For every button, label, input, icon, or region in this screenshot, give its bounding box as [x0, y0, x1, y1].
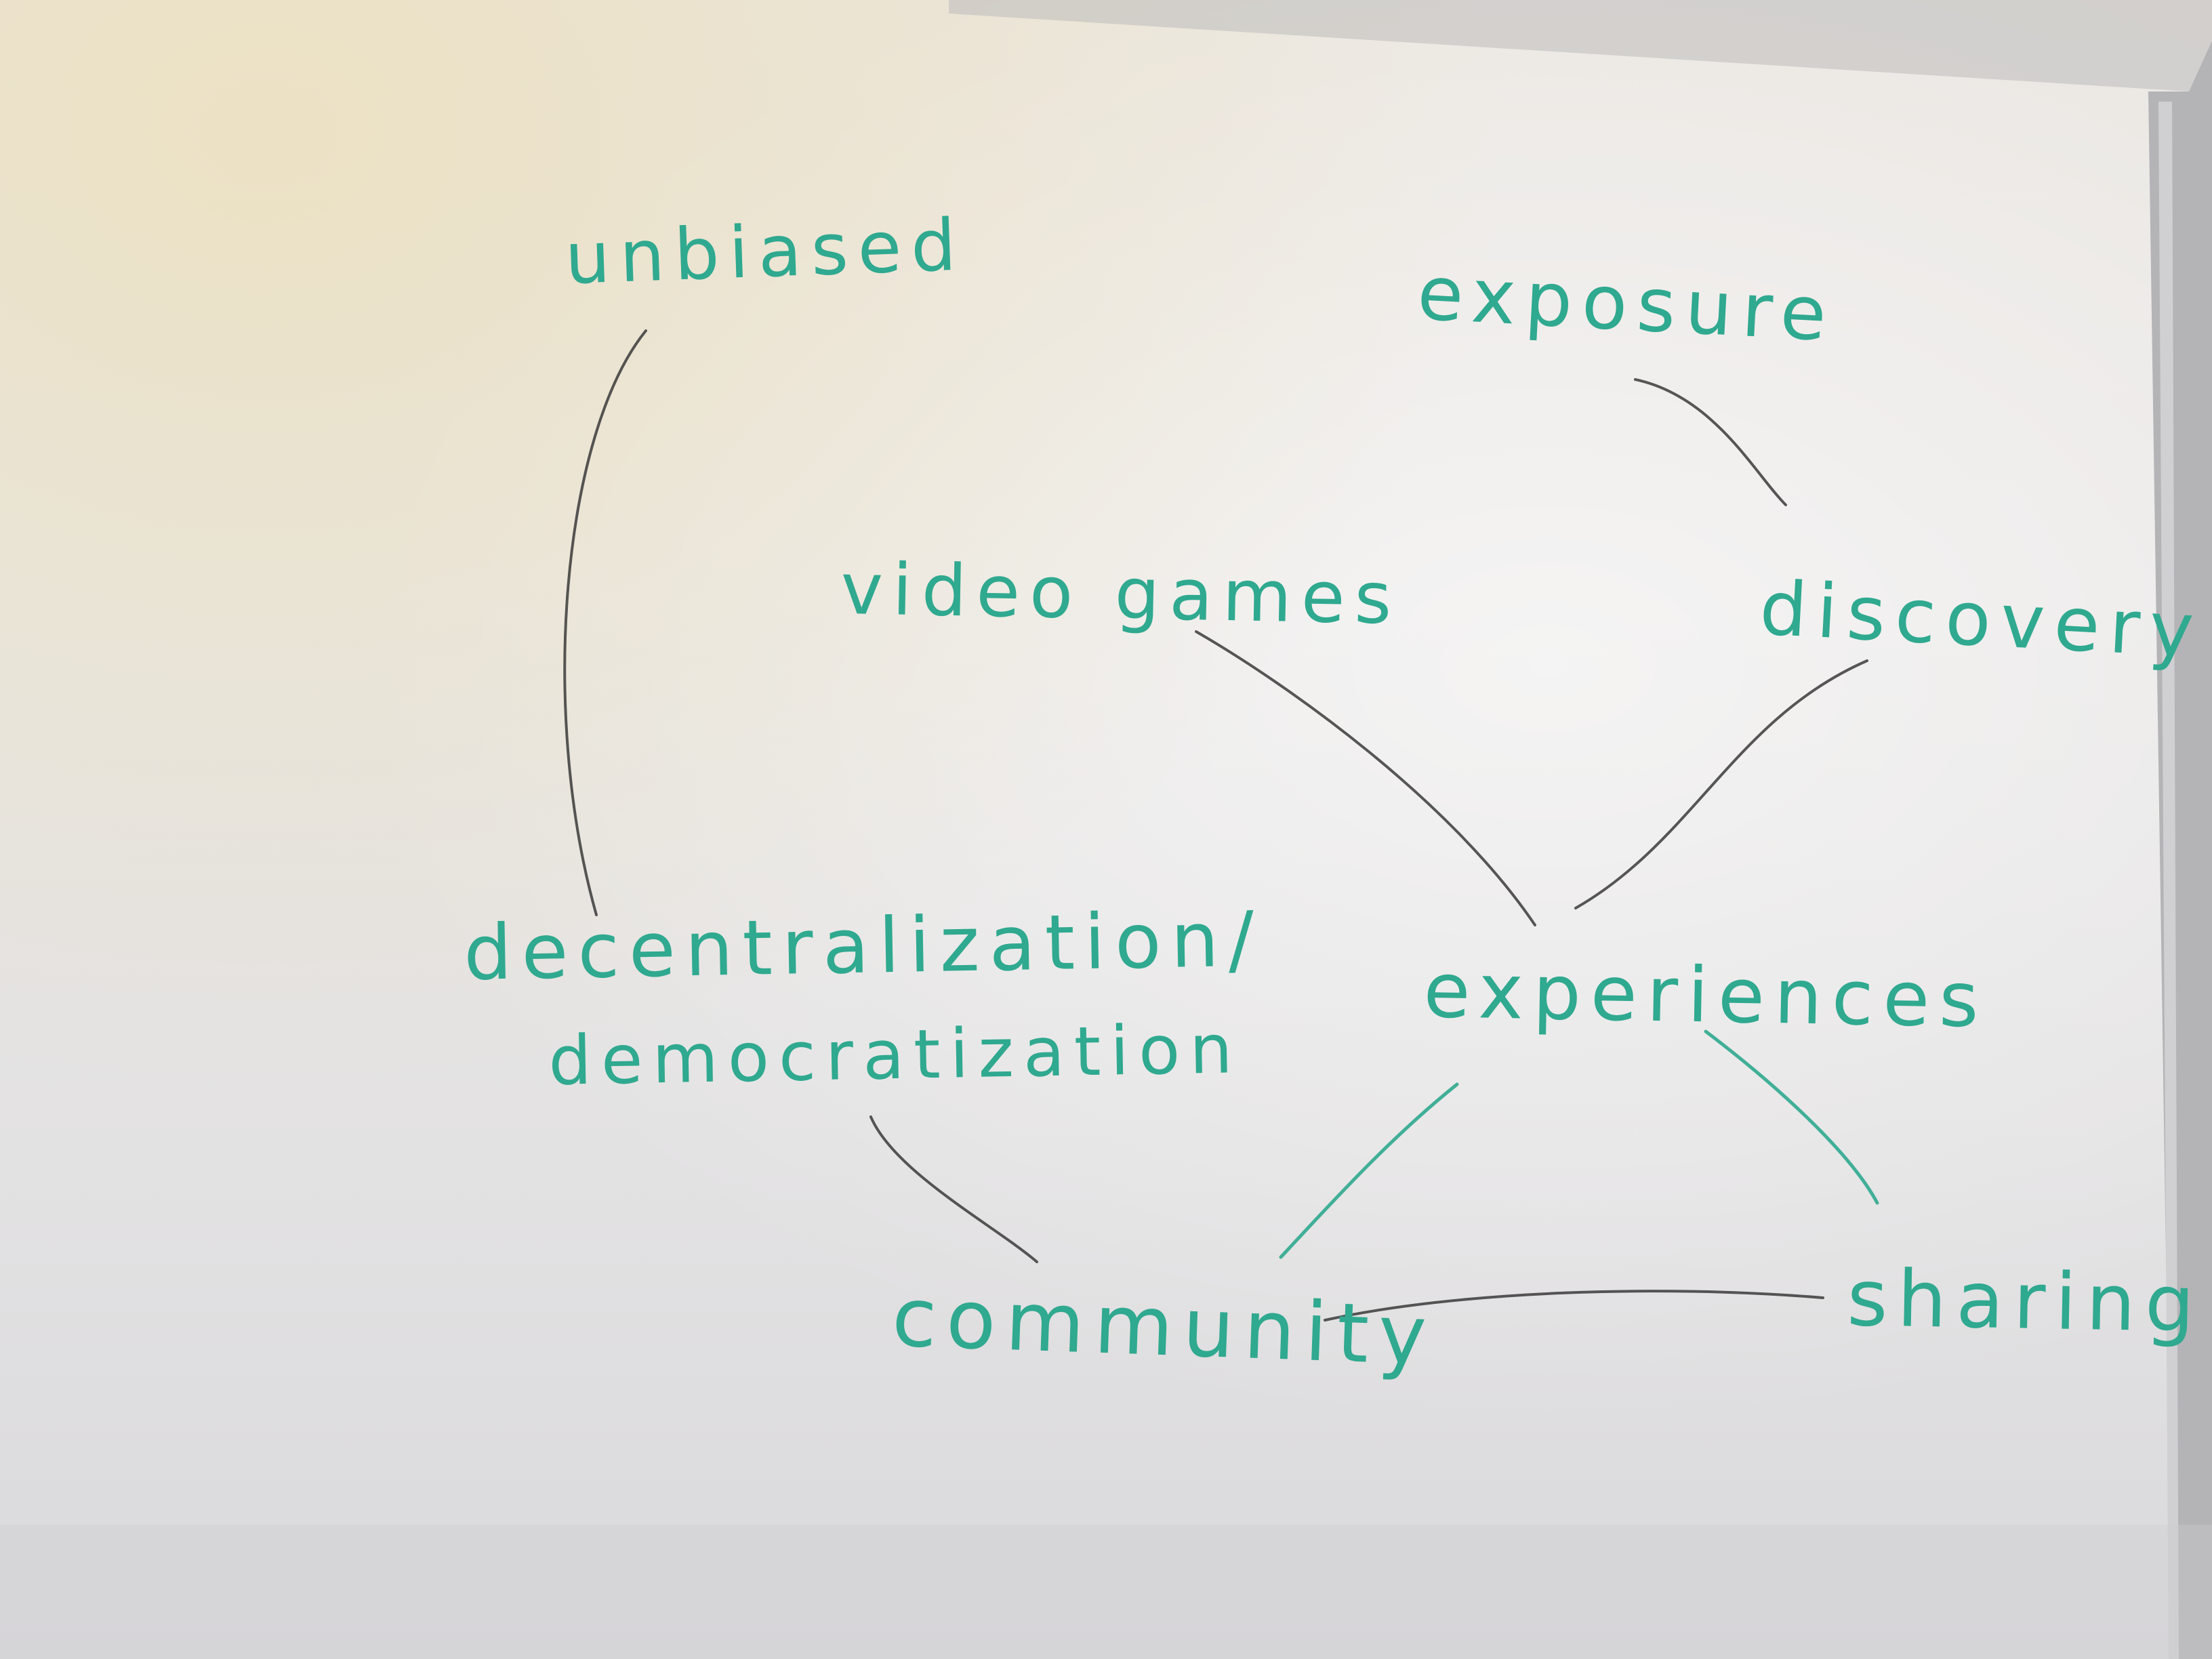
line-experiences-community: [1279, 1082, 1459, 1259]
word-exposure: exposure: [1416, 249, 1838, 358]
word-decentralization: decentralization/: [463, 895, 1264, 998]
word-community: community: [890, 1271, 1437, 1384]
word-unbiased: unbiased: [564, 203, 967, 300]
line-unbiased-decentralization: [563, 329, 647, 916]
line-videogames-experiences: [1195, 630, 1536, 926]
line-discovery-experiences: [1574, 659, 1868, 909]
line-exposure-discovery: [1634, 378, 1787, 506]
word-video-games: video games: [840, 548, 1402, 640]
word-sharing: sharing: [1847, 1253, 2205, 1350]
word-discovery: discovery: [1758, 565, 2205, 674]
word-democratization: democratization: [548, 1009, 1242, 1101]
line-democratization-community: [869, 1115, 1038, 1263]
line-community-sharing: [1324, 1290, 1824, 1322]
line-experiences-sharing: [1704, 1029, 1879, 1205]
word-experiences: experiences: [1423, 947, 1989, 1045]
